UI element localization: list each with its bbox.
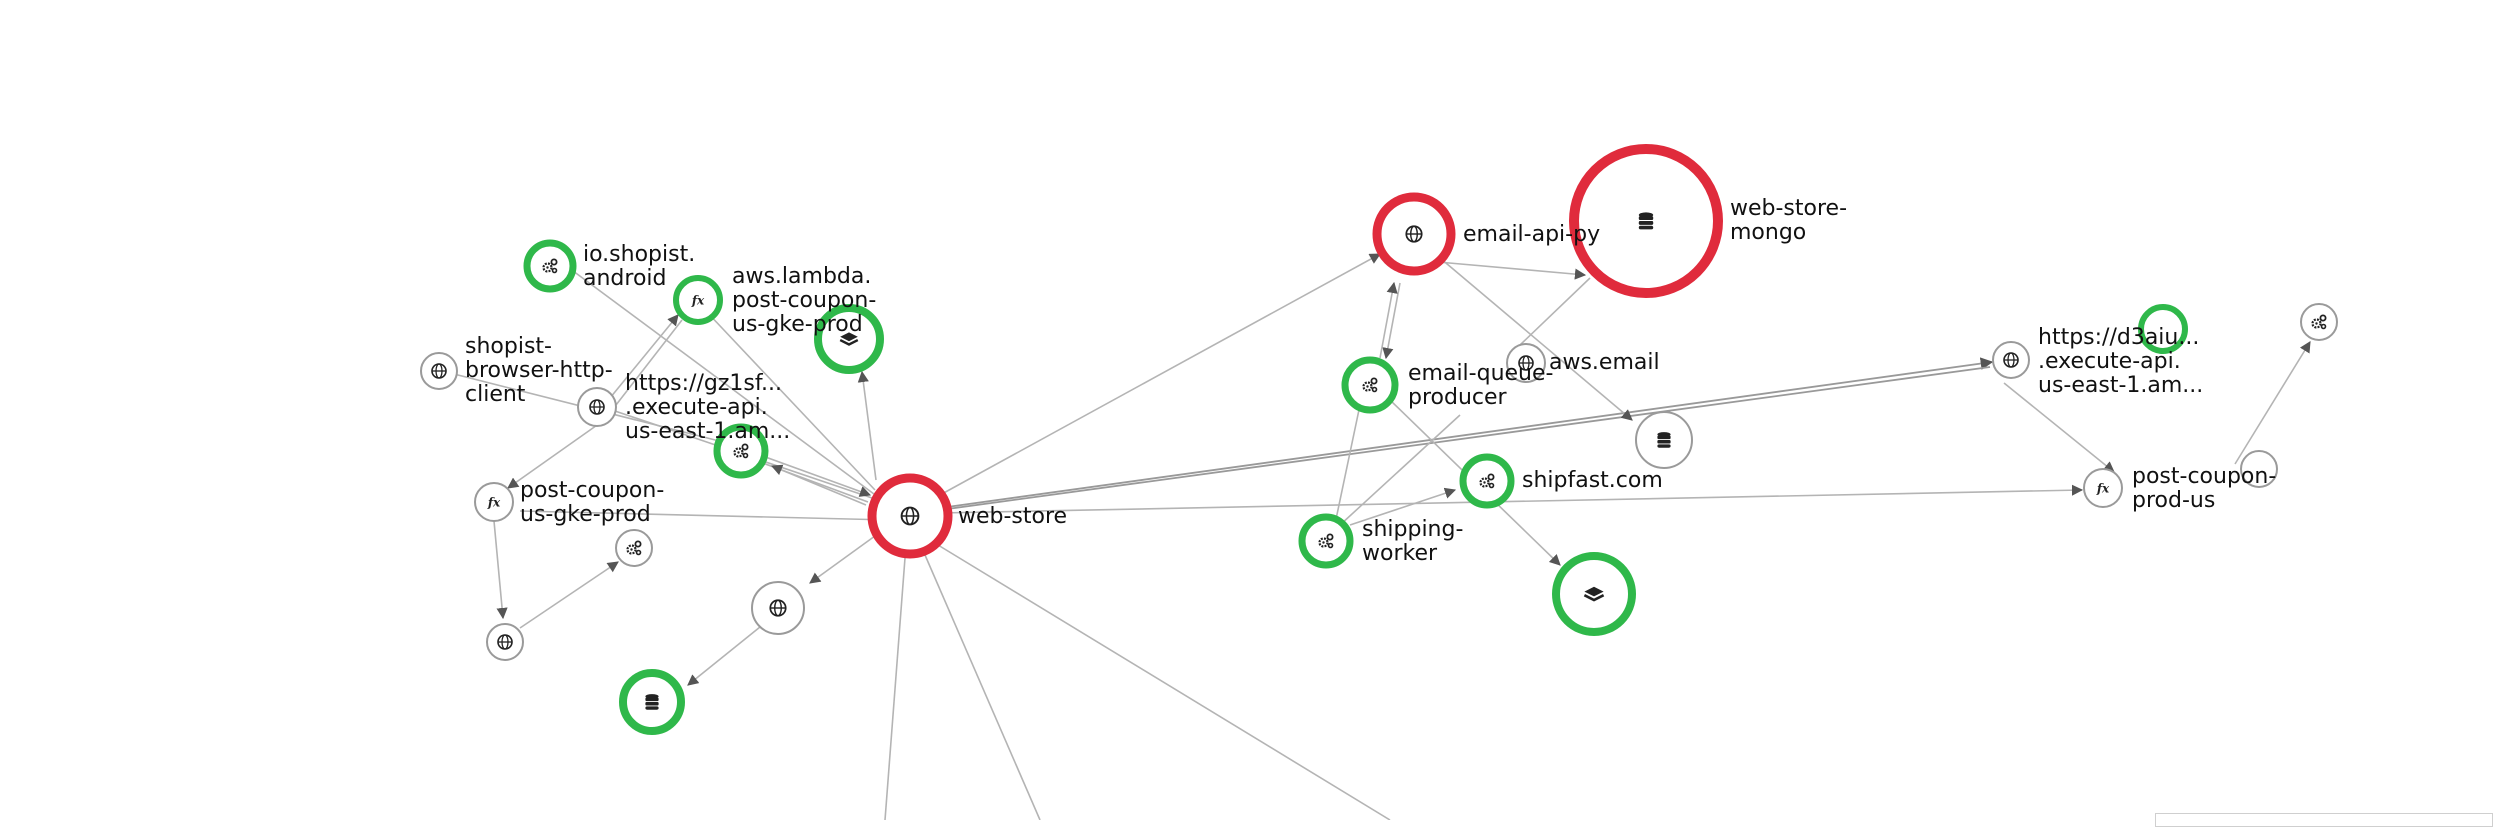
- node-label-line: aws.lambda.: [732, 264, 871, 289]
- node-label-line: mongo: [1730, 220, 1806, 245]
- svg-text:io.shopist. android: io.shopist. android: [583, 242, 702, 291]
- node-label-line: prod-us: [2132, 488, 2215, 513]
- node-queue-left[interactable]: [814, 304, 884, 374]
- node-shopist-browser-http-client[interactable]: shopist- browser-http- client: [420, 334, 620, 407]
- node-d3aiu-execute-api[interactable]: https://d3aiu... .execute-api. us-east-1…: [1992, 325, 2206, 398]
- svg-text:post-coupon- us-gke-pr: post-coupon- us-gke-prod: [520, 478, 671, 527]
- function-icon: [486, 495, 501, 510]
- node-label-line: browser-http-: [465, 358, 613, 383]
- node-label-line: us-east-1.am...: [625, 419, 790, 444]
- node-label-line: android: [583, 266, 667, 291]
- node-label-line: email-queue-: [1408, 361, 1553, 386]
- node-service-small[interactable]: [615, 529, 653, 567]
- svg-text:https://gz1sf... .exec: https://gz1sf... .execute-api. us-east-1…: [625, 371, 790, 444]
- node-label-line: producer: [1408, 385, 1508, 410]
- node-partial-ok[interactable]: [2138, 304, 2188, 354]
- function-icon: [2095, 481, 2110, 496]
- node-web-store[interactable]: web-store: [867, 473, 1067, 559]
- node-label-line: https://d3aiu...: [2038, 325, 2199, 350]
- node-web-store-mongo[interactable]: web-store- mongo: [1569, 144, 1854, 298]
- node-database-left[interactable]: [619, 669, 685, 735]
- nodes: web-store web-store- mongo email-api-py …: [420, 144, 2338, 735]
- svg-text:aws.lambda. post-coupo: aws.lambda. post-coupon- us-gke-prod: [732, 264, 883, 337]
- node-gz1sf-execute-api[interactable]: https://gz1sf... .execute-api. us-east-1…: [577, 371, 790, 444]
- node-shipfast[interactable]: shipfast.com: [1459, 453, 1663, 509]
- node-label-line: .execute-api.: [2038, 349, 2181, 374]
- status-ring-neutral: [2300, 303, 2338, 341]
- node-label-line: post-coupon-: [2132, 464, 2276, 489]
- node-label-line: post-coupon-: [732, 288, 876, 313]
- node-post-coupon-us-gke-prod[interactable]: post-coupon- us-gke-prod: [474, 478, 671, 527]
- svg-text:email-queue- producer: email-queue- producer: [1408, 361, 1560, 410]
- node-label-line: client: [465, 382, 526, 407]
- node-label-line: worker: [1362, 541, 1438, 566]
- node-label-line: us-gke-prod: [520, 502, 651, 527]
- status-ring-ok: [713, 423, 769, 479]
- node-aws-lambda[interactable]: aws.lambda. post-coupon- us-gke-prod: [673, 264, 883, 337]
- node-right-partial[interactable]: [2240, 450, 2278, 488]
- node-label-line: us-gke-prod: [732, 312, 863, 337]
- node-label-line: web-store-: [1730, 196, 1847, 221]
- svg-text:shipping- worker: shipping- worker: [1362, 517, 1470, 566]
- node-label-line: https://gz1sf...: [625, 371, 782, 396]
- status-ring-ok: [2138, 304, 2188, 354]
- svg-text:https://d3aiu... .exec: https://d3aiu... .execute-api. us-east-1…: [2038, 325, 2206, 398]
- node-globe-bottom-left[interactable]: [486, 623, 524, 661]
- svg-text:post-coupon- prod-us: post-coupon- prod-us: [2132, 464, 2283, 513]
- status-ring-ok: [1298, 513, 1354, 569]
- status-ring-neutral: [615, 529, 653, 567]
- node-label-line: us-east-1.am...: [2038, 373, 2203, 398]
- minimap-panel-edge: [2155, 813, 2493, 827]
- status-ring-ok: [1459, 453, 1515, 509]
- node-email-api-py[interactable]: email-api-py: [1372, 192, 1600, 276]
- node-label-line: shopist-: [465, 334, 552, 359]
- node-queue[interactable]: [1552, 552, 1636, 636]
- function-icon: [690, 293, 705, 308]
- node-post-coupon-prod-us[interactable]: post-coupon- prod-us: [2083, 464, 2283, 513]
- node-label-line: io.shopist.: [583, 242, 695, 267]
- node-database[interactable]: [1635, 411, 1693, 469]
- node-label: web-store: [958, 504, 1067, 529]
- status-ring-ok: [523, 239, 577, 293]
- node-label: shipfast.com: [1522, 468, 1663, 493]
- svg-text:web-store- mongo: web-store- mongo: [1730, 196, 1854, 245]
- node-label: aws.email: [1549, 350, 1660, 375]
- node-email-queue-producer[interactable]: email-queue- producer: [1341, 356, 1560, 414]
- node-service-left[interactable]: [713, 423, 769, 479]
- node-label-line: .execute-api.: [625, 395, 768, 420]
- svg-text:shopist- browser-http-: shopist- browser-http- client: [465, 334, 620, 407]
- node-service-top-right[interactable]: [2300, 303, 2338, 341]
- node-label-line: shipping-: [1362, 517, 1463, 542]
- status-ring-ok: [1341, 356, 1399, 414]
- node-aws-email[interactable]: aws.email: [1506, 343, 1660, 383]
- node-globe-mid[interactable]: [751, 581, 805, 635]
- node-io-shopist-android[interactable]: io.shopist. android: [523, 239, 702, 293]
- status-ring-neutral: [2240, 450, 2278, 488]
- node-label: email-api-py: [1463, 222, 1600, 247]
- node-shipping-worker[interactable]: shipping- worker: [1298, 513, 1470, 569]
- node-label-line: post-coupon-: [520, 478, 664, 503]
